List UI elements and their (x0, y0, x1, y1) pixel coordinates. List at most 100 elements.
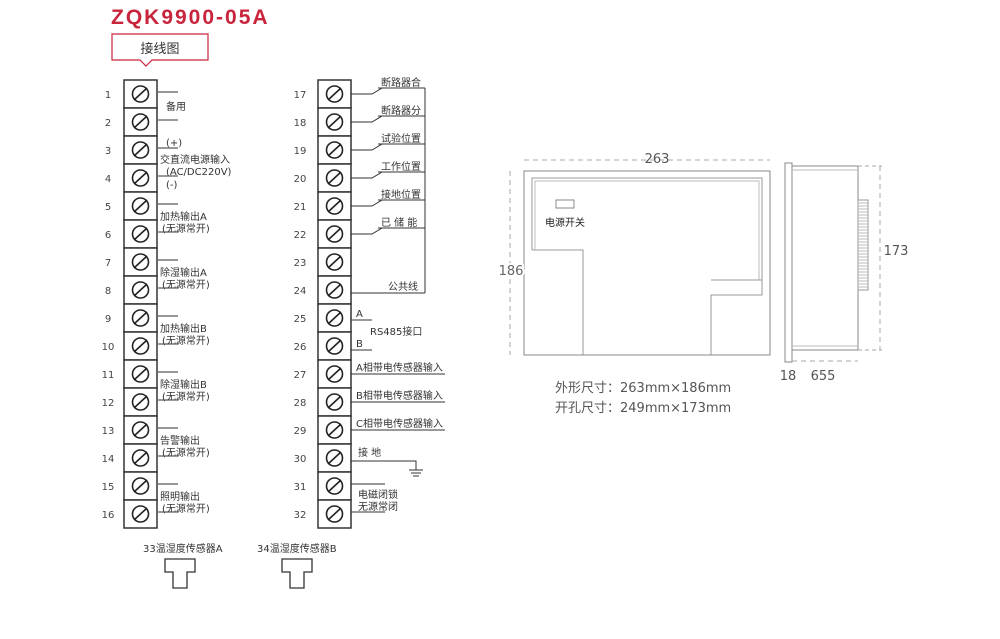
terminal-12[interactable]: 12 (102, 387, 158, 417)
terminal-2[interactable]: 2 (105, 107, 158, 137)
terminal-7[interactable]: 7 (105, 247, 158, 277)
terminal-6[interactable]: 6 (105, 219, 158, 249)
terminal-27[interactable]: 27 (294, 359, 352, 389)
terminal-number: 19 (294, 146, 307, 157)
terminal-number: 13 (102, 426, 115, 437)
cutout-height-dimension: 173 (884, 244, 909, 259)
terminal-15[interactable]: 15 (102, 471, 158, 501)
screw-icon (325, 85, 344, 103)
terminal-18[interactable]: 18 (294, 107, 352, 137)
terminal-number: 9 (105, 314, 111, 325)
screw-icon (131, 169, 150, 187)
screw-icon (131, 337, 150, 355)
terminal-22[interactable]: 22 (294, 219, 352, 249)
screw-slot (133, 423, 148, 437)
terminal-number: 2 (105, 118, 111, 129)
screw-slot (133, 395, 148, 409)
switch-contact-icon (351, 143, 383, 151)
screw-icon (131, 309, 150, 327)
screw-icon (325, 225, 344, 243)
switch-contact-icon (351, 227, 383, 235)
screw-icon (325, 169, 344, 187)
screw-slot (133, 143, 148, 157)
terminal-number: 26 (294, 342, 307, 353)
screw-icon (325, 365, 344, 383)
screw-icon (131, 477, 150, 495)
terminal-30[interactable]: 30 (294, 443, 352, 473)
terminal-number: 28 (294, 398, 307, 409)
screw-icon (131, 449, 150, 467)
terminal-17[interactable]: 17 (294, 79, 352, 109)
screw-slot (327, 339, 342, 353)
terminal-number: 12 (102, 398, 115, 409)
side-view (784, 162, 882, 363)
terminal-number: 11 (102, 370, 115, 381)
heat-sink-icon (857, 199, 869, 291)
terminal-19[interactable]: 19 (294, 135, 352, 165)
terminal-9[interactable]: 9 (105, 303, 158, 333)
terminal-label: (无源常开) (162, 446, 210, 459)
terminal-14[interactable]: 14 (102, 443, 158, 473)
screw-slot (327, 283, 342, 297)
ground-label: 接 地 (358, 446, 381, 459)
terminal-number: 15 (102, 482, 115, 493)
sensor-connector-icon (164, 558, 196, 589)
terminal-label: (无源常开) (162, 390, 210, 403)
terminal-number: 10 (102, 342, 115, 353)
terminal-13[interactable]: 13 (102, 415, 158, 445)
terminal-label: 加热输出A (160, 210, 207, 223)
terminal-5[interactable]: 5 (105, 191, 158, 221)
switch-label: 断路器分 (381, 104, 421, 117)
terminal-number: 14 (102, 454, 115, 465)
terminal-31[interactable]: 31 (294, 471, 352, 501)
terminal-8[interactable]: 8 (105, 275, 158, 305)
terminal-1[interactable]: 1 (105, 79, 158, 109)
screw-slot (133, 507, 148, 521)
terminal-number: 24 (294, 286, 307, 297)
terminal-label: (无源常开) (162, 502, 210, 515)
terminal-23[interactable]: 23 (294, 247, 352, 277)
screw-icon (325, 449, 344, 467)
screw-icon (325, 309, 344, 327)
terminal-3[interactable]: 3 (105, 135, 158, 165)
terminal-32[interactable]: 32 (294, 499, 352, 529)
terminal-number: 21 (294, 202, 307, 213)
terminal-28[interactable]: 28 (294, 387, 352, 417)
sensor-a-label: 33温湿度传感器A (143, 542, 223, 555)
terminal-number: 6 (105, 230, 111, 241)
screw-icon (131, 85, 150, 103)
switch-label: 试验位置 (381, 132, 421, 145)
screw-slot (327, 479, 342, 493)
terminal-10[interactable]: 10 (102, 331, 158, 361)
terminal-label: 备用 (166, 100, 186, 113)
terminal-29[interactable]: 29 (294, 415, 352, 445)
screw-icon (131, 225, 150, 243)
model-title: ZQK9900-05A (111, 6, 270, 29)
terminal-4[interactable]: 4 (105, 163, 158, 193)
screw-slot (327, 87, 342, 101)
screw-icon (325, 281, 344, 299)
screw-slot (327, 255, 342, 269)
terminal-16[interactable]: 16 (102, 499, 158, 529)
screw-slot (327, 367, 342, 381)
screw-icon (325, 141, 344, 159)
terminal-11[interactable]: 11 (102, 359, 158, 389)
switch-label: 工作位置 (381, 160, 421, 173)
terminal-24[interactable]: 24 (294, 275, 352, 305)
terminal-25[interactable]: 25 (294, 303, 352, 333)
sensor-b-label: 34温湿度传感器B (257, 542, 337, 555)
screw-slot (133, 255, 148, 269)
screw-icon (131, 421, 150, 439)
rs485-label: RS485接口 (370, 325, 422, 338)
terminal-26[interactable]: 26 (294, 331, 352, 361)
terminal-21[interactable]: 21 (294, 191, 352, 221)
terminal-label: (+) (166, 138, 182, 149)
terminal-20[interactable]: 20 (294, 163, 352, 193)
terminal-number: 18 (294, 118, 307, 129)
screw-icon (131, 113, 150, 131)
terminal-number: 30 (294, 454, 307, 465)
rs485-a-label: A (356, 309, 363, 320)
switch-contact-icon (351, 171, 383, 179)
